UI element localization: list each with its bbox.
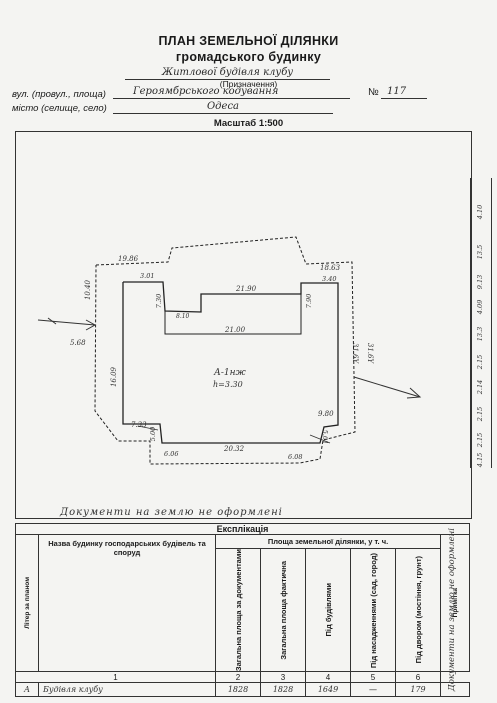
- city-line: Одеса: [113, 101, 333, 114]
- documents-note: Документи на землю не оформлені: [60, 507, 283, 518]
- row-note-cell: [440, 682, 470, 698]
- side-strip-item: 13.3: [476, 326, 485, 342]
- col-number-2: 2: [215, 671, 261, 684]
- explication-title: Експлікація: [15, 523, 470, 535]
- number-label: №: [368, 87, 379, 98]
- dim-right-inner: 31.6Y: [351, 342, 360, 364]
- side-strip-item: 2.15: [476, 354, 485, 370]
- dim-bottom-left-step: 7.33: [131, 421, 147, 429]
- side-strip-item: 2.15: [476, 406, 485, 422]
- col-number-5: 5: [350, 671, 396, 684]
- left-arrow-icon: [37, 317, 97, 331]
- col-number-3: 3: [260, 671, 306, 684]
- area-label: А-1нж: [214, 368, 246, 378]
- dim-bottom-right-step: 9.80: [318, 410, 334, 418]
- right-arrow-icon: [353, 376, 422, 399]
- row-note: Документи на землю не оформлені: [447, 528, 457, 692]
- dim-notch-left: 7.30: [155, 293, 164, 309]
- col-area-docs-header: Загальна площа за документами: [215, 547, 261, 673]
- city-label: місто (селище, село): [12, 103, 107, 114]
- row-note-wrap: Документи на землю не оформлені: [438, 528, 466, 691]
- col-name-header: Назва будинку господарських будівель та …: [38, 533, 216, 673]
- purpose-caption: (Призначення): [219, 79, 278, 89]
- row-plantings: —: [350, 682, 396, 698]
- side-strip-item: 9.13: [476, 274, 485, 290]
- dim-bottom-center: 20.32: [224, 445, 245, 453]
- col-area-group-header: Площа земельної ділянки, у т. ч.: [215, 534, 441, 549]
- dim-bottom-left-small: 6.06: [164, 450, 179, 458]
- dim-inner-left: 3.01: [140, 272, 155, 280]
- row-yard: 179: [395, 682, 441, 698]
- col-under-building-header: Під будівлями: [305, 547, 351, 673]
- scale-label: Масштаб 1:500: [213, 118, 284, 129]
- dim-inner-bottom: 21.00: [225, 326, 246, 334]
- col-number-4: 4: [305, 671, 351, 684]
- document-subtitle: громадського будинку: [175, 50, 322, 64]
- col-letter-header: Літер за планом: [15, 533, 39, 673]
- dim-right-bottom-h: 5.01: [321, 429, 330, 445]
- dim-right-top: 3.40: [322, 275, 337, 283]
- side-strip-item: 4.10: [476, 204, 485, 220]
- dim-top-right: 18.63: [320, 264, 341, 272]
- row-area-docs: 1828: [215, 682, 261, 698]
- dim-left-corner: 5.68: [70, 339, 86, 347]
- dim-left-wall: 16.09: [110, 366, 119, 388]
- number-line: 117: [381, 86, 427, 99]
- explication-table: Експлікація Літер за планом Назва будинк…: [15, 523, 470, 698]
- purpose-line: Житлової будівля клубу: [125, 67, 330, 80]
- inner-notch: [164, 294, 302, 335]
- dim-right-outer: 31.6Y: [366, 342, 375, 364]
- row-name: Будівля клубу: [38, 682, 216, 698]
- side-strip-item: 4.09: [476, 299, 485, 315]
- dim-bottom-right-small: 6.08: [288, 453, 303, 461]
- col-note-header: Примітка: [440, 533, 470, 673]
- building-outline: [122, 281, 339, 444]
- col-plantings-header: Під насадженнями (сад, город): [350, 547, 396, 673]
- number-value: 117: [387, 86, 407, 97]
- row-under-building: 1649: [305, 682, 351, 698]
- dim-top-left: 19.86: [118, 255, 139, 263]
- side-strip-item: 4.15: [476, 452, 485, 468]
- street-value: Героямбрського кодування: [133, 86, 279, 97]
- row-area-actual: 1828: [260, 682, 306, 698]
- document-title: ПЛАН ЗЕМЕЛЬНОЇ ДІЛЯНКИ: [158, 34, 339, 48]
- plot-boundary: [94, 236, 356, 465]
- row-letter: А: [15, 682, 39, 698]
- street-label: вул. (провул., площа): [12, 89, 106, 100]
- street-line: Героямбрського кодування: [113, 86, 350, 99]
- side-strip-item: 2.14: [476, 379, 485, 395]
- side-strip: 4.10 13.5 9.13 4.09 13.3 2.15 2.14 2.15 …: [470, 178, 492, 468]
- dim-left-upper: 10.40: [84, 279, 93, 301]
- dim-notch-bottom: 8.10: [176, 313, 190, 320]
- height-label: h=3.30: [213, 380, 243, 389]
- col-yard-header: Під двором (мостіння, грунт): [395, 547, 441, 673]
- dim-bottom-left-height: 5.00: [149, 426, 158, 442]
- col-area-actual-header: Загальна площа фактична: [260, 547, 306, 673]
- col-number-6: 6: [395, 671, 441, 684]
- purpose-value: Житлової будівля клубу: [161, 67, 294, 78]
- dim-inner-right: 7.90: [305, 293, 314, 309]
- side-strip-item: 2.15: [476, 432, 485, 448]
- col-number-1: 1: [15, 671, 216, 684]
- dim-inner-top: 21.90: [236, 285, 257, 293]
- city-value: Одеса: [206, 101, 240, 112]
- side-strip-item: 13.5: [476, 244, 485, 260]
- plan-frame: [15, 131, 472, 519]
